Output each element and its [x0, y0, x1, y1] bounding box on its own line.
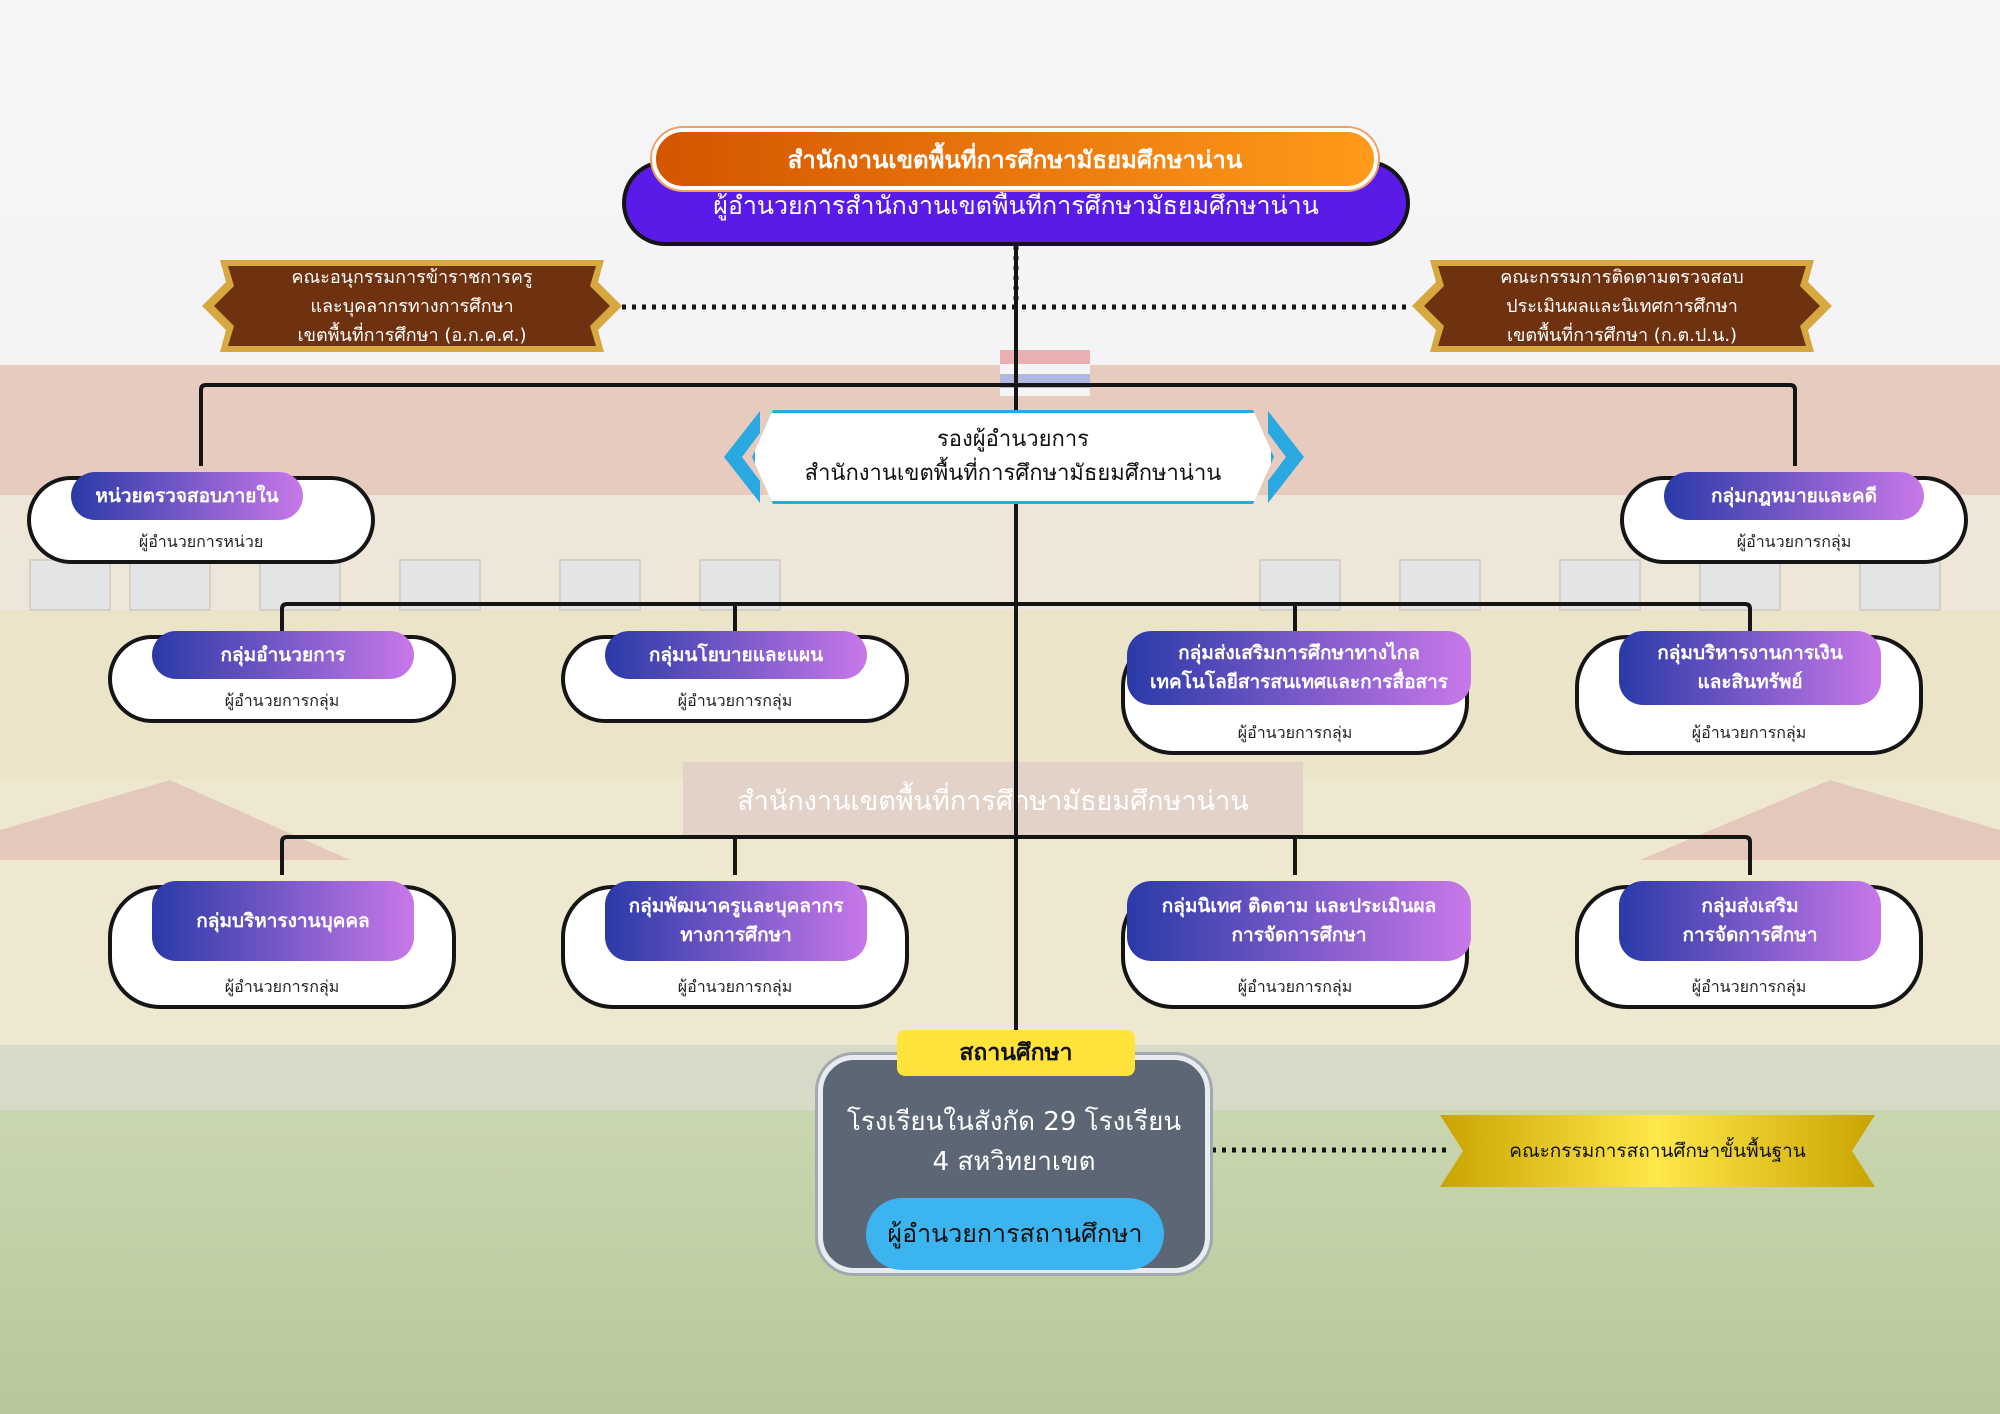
teacher-development-group: กลุ่มพัฒนาครูและบุคลากร ทางการศึกษา ผู้อ… — [561, 881, 909, 1009]
school-director-pill: ผู้อำนวยการสถานศึกษา — [866, 1198, 1164, 1270]
group-head: ผู้อำนวยการกลุ่ม — [224, 691, 340, 710]
deputy-director-box: รองผู้อำนวยการ สำนักงานเขตพื้นที่การศึกษ… — [752, 410, 1274, 504]
basic-education-committee-banner: คณะกรรมการสถานศึกษาขั้นพื้นฐาน — [1440, 1115, 1875, 1187]
group-name: กลุ่มบริหารงานบุคคล — [152, 881, 414, 961]
group-name: กลุ่มนิเทศ ติดตาม และประเมินผล การจัดการ… — [1127, 881, 1471, 961]
unit-head: ผู้อำนวยการหน่วย — [138, 532, 264, 551]
group-head: ผู้อำนวยการกลุ่ม — [224, 977, 340, 996]
ornate-banner-shape — [202, 260, 622, 352]
legal-affairs-group: กลุ่มกฎหมายและคดี ผู้อำนวยการกลุ่ม — [1620, 472, 1968, 564]
group-head: ผู้อำนวยการกลุ่ม — [1237, 977, 1353, 996]
ornate-banner-shape — [1412, 260, 1832, 352]
watermark-text: สำนักงานเขตพื้นที่การศึกษามัธยมศึกษาน่าน — [737, 781, 1248, 817]
school-director: ผู้อำนวยการสถานศึกษา — [887, 1219, 1143, 1248]
group-head: ผู้อำนวยการกลุ่ม — [1691, 723, 1807, 742]
policy-planning-group: กลุ่มนโยบายและแผน ผู้อำนวยการกลุ่ม — [561, 631, 909, 723]
group-name: กลุ่มนโยบายและแผน — [605, 631, 867, 679]
finance-assets-group: กลุ่มบริหารงานการเงิน และสินทรัพย์ ผู้อำ… — [1575, 631, 1923, 755]
school-clusters: 4 สหวิทยาเขต — [932, 1147, 1096, 1177]
school-title-label: สถานศึกษา — [897, 1030, 1135, 1076]
office-title-banner: สำนักงานเขตพื้นที่การศึกษามัธยมศึกษาน่าน — [652, 128, 1378, 190]
unit-name: หน่วยตรวจสอบภายใน — [71, 472, 303, 520]
teacher-committee-line1: คณะอนุกรรมการข้าราชการครู — [291, 266, 533, 288]
supervision-committee-line3: เขตพื้นที่การศึกษา (ก.ต.ป.น.) — [1506, 324, 1738, 346]
group-name: กลุ่มกฎหมายและคดี — [1664, 472, 1924, 520]
internal-audit-unit: หน่วยตรวจสอบภายใน ผู้อำนวยการหน่วย — [27, 472, 375, 564]
group-name: กลุ่มอำนวยการ — [152, 631, 414, 679]
ict-distance-education-group: กลุ่มส่งเสริมการศึกษาทางไกล เทคโนโลยีสาร… — [1121, 631, 1471, 755]
group-head: ผู้อำนวยการกลุ่ม — [677, 691, 793, 710]
personnel-group: กลุ่มบริหารงานบุคคล ผู้อำนวยการกลุ่ม — [108, 881, 456, 1009]
right-chevron-icon — [1268, 411, 1304, 503]
group-name: กลุ่มบริหารงานการเงิน และสินทรัพย์ — [1619, 631, 1881, 705]
group-name: กลุ่มส่งเสริม การจัดการศึกษา — [1619, 881, 1881, 961]
supervision-committee-banner: คณะกรรมการติดตามตรวจสอบ ประเมินผลและนิเท… — [1412, 260, 1832, 352]
office-title: สำนักงานเขตพื้นที่การศึกษามัธยมศึกษาน่าน — [787, 145, 1243, 174]
supervision-committee-line2: ประเมินผลและนิเทศการศึกษา — [1506, 295, 1738, 317]
gold-ribbon-shape — [1440, 1115, 1875, 1187]
education-promotion-group: กลุ่มส่งเสริม การจัดการศึกษา ผู้อำนวยการ… — [1575, 881, 1923, 1009]
group-name: กลุ่มส่งเสริมการศึกษาทางไกล เทคโนโลยีสาร… — [1127, 631, 1471, 705]
teacher-committee-banner: คณะอนุกรรมการข้าราชการครู และบุคลากรทางก… — [202, 260, 622, 352]
deputy-line1: รองผู้อำนวยการ — [936, 427, 1089, 452]
administration-group: กลุ่มอำนวยการ ผู้อำนวยการกลุ่ม — [108, 631, 456, 723]
basic-education-committee: คณะกรรมการสถานศึกษาขั้นพื้นฐาน — [1509, 1140, 1806, 1162]
schools-count: โรงเรียนในสังกัด 29 โรงเรียน — [846, 1107, 1182, 1137]
group-head: ผู้อำนวยการกลุ่ม — [677, 977, 793, 996]
group-head: ผู้อำนวยการกลุ่ม — [1237, 723, 1353, 742]
group-head: ผู้อำนวยการกลุ่ม — [1691, 977, 1807, 996]
teacher-committee-line2: และบุคลากรทางการศึกษา — [310, 295, 514, 317]
deputy-line2: สำนักงานเขตพื้นที่การศึกษามัธยมศึกษาน่าน — [804, 461, 1222, 486]
supervision-evaluation-group: กลุ่มนิเทศ ติดตาม และประเมินผล การจัดการ… — [1121, 881, 1471, 1009]
left-chevron-icon — [724, 411, 760, 503]
supervision-committee-line1: คณะกรรมการติดตามตรวจสอบ — [1500, 266, 1744, 288]
office-director: ผู้อำนวยการสำนักงานเขตพื้นที่การศึกษามัธ… — [713, 191, 1319, 220]
group-name: กลุ่มพัฒนาครูและบุคลากร ทางการศึกษา — [605, 881, 867, 961]
teacher-committee-line3: เขตพื้นที่การศึกษา (อ.ก.ค.ศ.) — [297, 324, 527, 346]
school-title: สถานศึกษา — [959, 1040, 1073, 1066]
group-head: ผู้อำนวยการกลุ่ม — [1736, 532, 1852, 551]
